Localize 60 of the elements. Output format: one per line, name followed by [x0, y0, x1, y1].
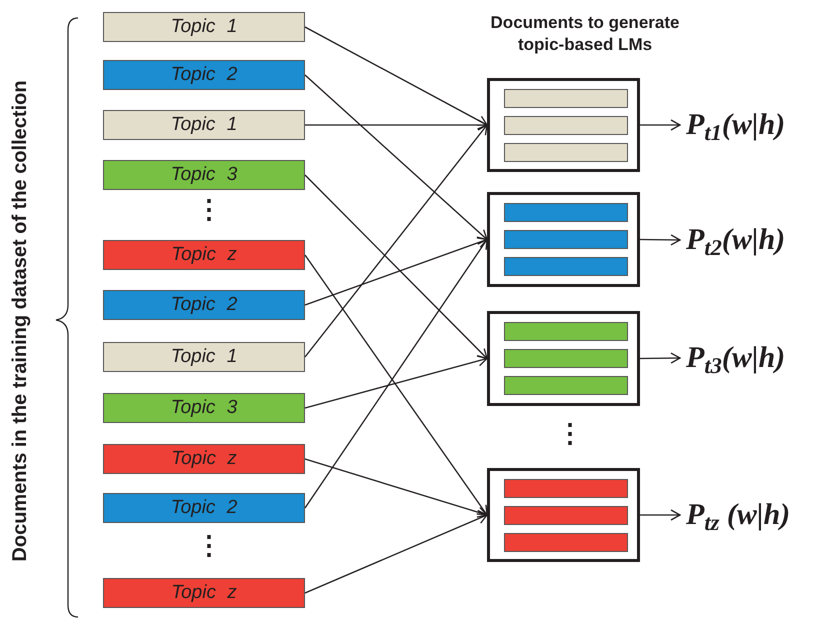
topic-box [103, 60, 305, 90]
topic-label: Topic 2 [170, 62, 238, 87]
topic-label: Topic 1 [170, 14, 238, 39]
arrow [304, 74, 488, 240]
probability-formula: P$_{t1}$(w|h) [686, 103, 786, 147]
document-strip [504, 88, 628, 108]
document-box [487, 468, 640, 562]
arrow [304, 458, 488, 518]
arrow [304, 174, 488, 360]
arrow [304, 124, 488, 358]
ellipsis: ⋮ [196, 194, 222, 224]
arrow [640, 509, 681, 521]
topic-box [103, 493, 305, 523]
document-strip [504, 203, 628, 222]
topic-label: Topic 3 [170, 396, 238, 420]
document-strip [504, 376, 628, 395]
topic-label: Topic 2 [170, 496, 238, 520]
arrow [640, 234, 681, 246]
arrow [304, 26, 488, 126]
document-strip [504, 478, 628, 498]
arrow [640, 119, 681, 131]
document-strip [504, 257, 628, 276]
topic-box [103, 160, 305, 190]
document-strip [504, 116, 628, 134]
ellipsis: ⋮ [557, 418, 583, 448]
topic-label: Topic z [171, 242, 237, 267]
document-strip [504, 349, 628, 368]
document-box [487, 192, 640, 287]
topic-label: Topic z [171, 446, 237, 471]
axis-caption: Documents in the training dataset of the collection [8, 79, 32, 564]
topic-label: Topic 1 [170, 112, 238, 137]
document-box [487, 311, 640, 406]
topic-box [103, 444, 305, 474]
topic-label: Topic z [171, 580, 237, 605]
document-strip [504, 532, 628, 552]
arrow [304, 237, 488, 306]
document-strip [504, 230, 628, 249]
topic-box [103, 12, 305, 42]
probability-formula: P$_{tz}$ (w|h) [686, 493, 790, 537]
topic-box [103, 290, 305, 320]
document-strip [504, 506, 628, 524]
document-strip [504, 322, 628, 341]
column-heading: Documents to generate topic-based LMs [490, 12, 680, 56]
topic-box [103, 240, 305, 270]
ellipsis: ⋮ [196, 530, 222, 560]
probability-formula: P$_{t2}$(w|h) [686, 218, 786, 262]
document-box [487, 78, 640, 172]
topic-box [103, 110, 305, 140]
topic-box [103, 342, 305, 372]
topic-label: Topic 2 [170, 292, 238, 317]
topic-box [103, 578, 305, 608]
arrow [305, 119, 488, 131]
topic-box [103, 393, 305, 423]
topic-label: Topic 1 [170, 344, 238, 369]
arrow [640, 352, 681, 364]
probability-formula: P$_{t3}$(w|h) [686, 336, 786, 380]
document-strip [504, 142, 628, 162]
arrow [304, 355, 488, 409]
topic-label: Topic 3 [170, 162, 238, 187]
arrow [304, 513, 488, 594]
